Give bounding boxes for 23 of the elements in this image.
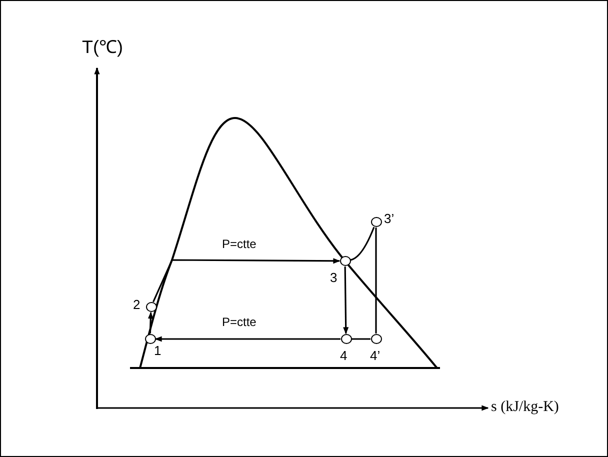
axis-label: T(℃)	[82, 38, 123, 56]
process-arrow	[152, 258, 340, 302]
process-line	[350, 226, 375, 261]
state-point-label: 3	[330, 271, 338, 284]
state-point-circle	[146, 302, 156, 312]
process-line	[375, 228, 377, 334]
state-point-circle	[144, 334, 156, 344]
state-point-circle	[340, 334, 352, 344]
state-point-circle	[370, 334, 382, 344]
process-line	[352, 338, 370, 340]
process-arrow	[154, 336, 340, 342]
edge-label: P=ctte	[222, 316, 256, 328]
edge-label: P=ctte	[222, 238, 256, 250]
axis-label: s (kJ/kg-K)	[491, 400, 559, 415]
state-point-label: 4’	[370, 349, 380, 362]
state-point-label: 1	[154, 344, 162, 357]
process-arrow	[343, 266, 349, 334]
state-point-circle	[370, 217, 382, 227]
state-point-label: 2	[133, 298, 140, 311]
state-point-label: 3’	[384, 212, 394, 225]
state-point-label: 4	[340, 349, 348, 362]
process-arrow	[148, 312, 154, 334]
state-point-circle	[340, 256, 350, 266]
